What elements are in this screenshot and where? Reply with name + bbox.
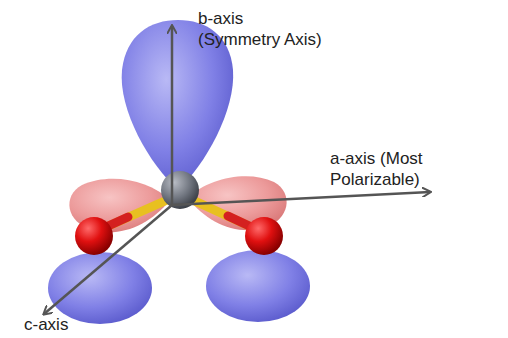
c-axis-arrow bbox=[44, 205, 172, 314]
oxygen-atom bbox=[75, 217, 113, 255]
axis-label: c-axis bbox=[24, 314, 71, 335]
oxygen-atom bbox=[245, 217, 283, 255]
orbital-lobe bbox=[48, 252, 152, 324]
axis-label: a-axis (Most Polarizable) bbox=[330, 148, 469, 190]
axis-label: b-axis (Symmetry Axis) bbox=[198, 8, 324, 50]
orbital-lobe bbox=[206, 250, 310, 322]
b-axis-arrow bbox=[171, 26, 174, 205]
a-axis-arrow bbox=[172, 192, 430, 205]
